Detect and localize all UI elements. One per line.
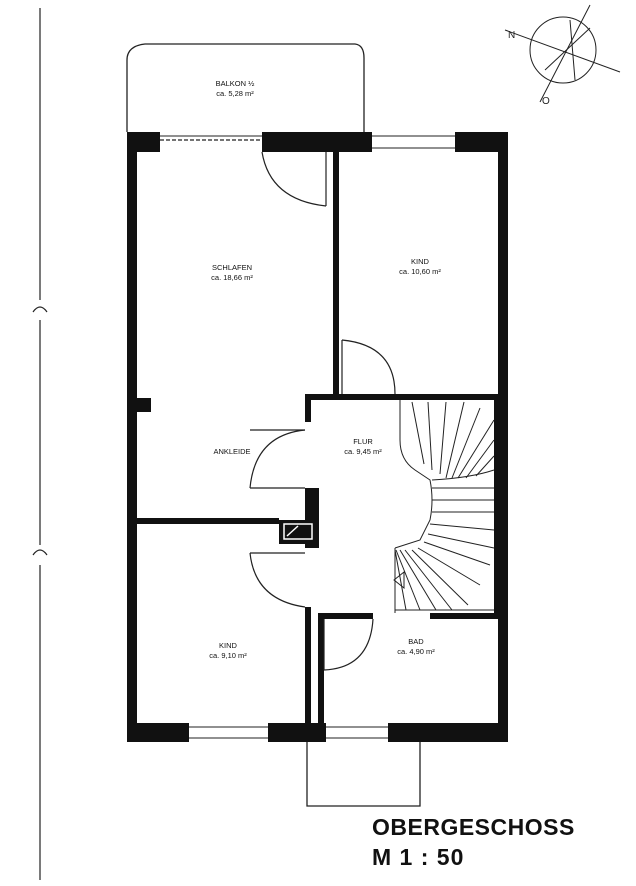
flur-name: FLUR xyxy=(353,437,373,446)
kind-bottom-name: KIND xyxy=(219,641,238,650)
staircase xyxy=(393,400,495,613)
outer-walls xyxy=(127,132,508,742)
compass-n-label: N xyxy=(508,30,515,41)
floor-name: OBERGESCHOSS xyxy=(372,814,575,840)
balcony xyxy=(126,43,365,141)
kind-top-name: KIND xyxy=(411,257,430,266)
schlafen-area: ca. 18,66 m² xyxy=(211,273,253,282)
inner-walls xyxy=(137,152,498,723)
doors xyxy=(249,151,396,671)
schlafen-name: SCHLAFEN xyxy=(212,263,252,272)
ankleide-name: ANKLEIDE xyxy=(213,447,250,456)
kind-bottom-area: ca. 9,10 m² xyxy=(209,651,247,660)
bad-area: ca. 4,90 m² xyxy=(397,647,435,656)
bad-name: BAD xyxy=(408,637,424,646)
room-labels: BALKON ½ ca. 5,28 m² SCHLAFEN ca. 18,66 … xyxy=(209,79,441,660)
balkon-area: ca. 5,28 m² xyxy=(216,89,254,98)
scale-label: M 1 : 50 xyxy=(372,844,465,870)
dimension-line xyxy=(32,8,48,880)
compass: N O xyxy=(504,4,621,107)
balkon-name: BALKON ½ xyxy=(216,79,256,88)
windows xyxy=(160,135,455,739)
plan-title: OBERGESCHOSS M 1 : 50 xyxy=(372,812,632,872)
chimney xyxy=(283,523,313,540)
kind-top-area: ca. 10,60 m² xyxy=(399,267,441,276)
compass-o-label: O xyxy=(542,96,550,107)
entrance-porch xyxy=(306,740,421,807)
flur-area: ca. 9,45 m² xyxy=(344,447,382,456)
